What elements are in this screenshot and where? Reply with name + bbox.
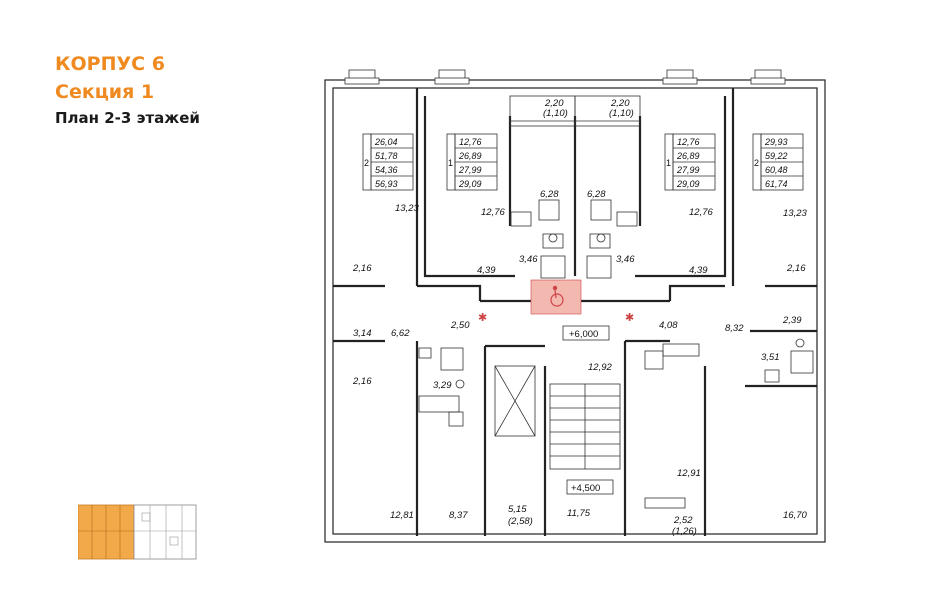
room-labels: 13,23 2,16 3,14 6,62 2,16 12,81 3,29 8,3… xyxy=(352,98,807,537)
apartment-card-1[interactable]: 2 26,04 51,78 54,36 56,93 xyxy=(362,133,414,191)
room-area: 12,92 xyxy=(588,362,612,373)
room-area: (1,10) xyxy=(543,108,568,119)
room-area: 2,20 xyxy=(544,98,564,109)
room-area: (1,10) xyxy=(609,108,634,119)
room-area: 2,39 xyxy=(782,315,802,326)
room-area: 2,16 xyxy=(352,263,372,274)
plan-title: План 2-3 этажей xyxy=(55,109,200,127)
apartment-area: 26,04 xyxy=(374,137,398,147)
room-area: 12,76 xyxy=(481,207,505,218)
room-area: 2,52 xyxy=(673,515,693,526)
level-marker-landing xyxy=(566,479,614,495)
level-landing: +4,500 xyxy=(571,483,600,494)
apartment-area: 29,09 xyxy=(676,179,700,189)
room-area: 12,81 xyxy=(390,510,414,521)
room-area: 6,28 xyxy=(587,189,606,200)
room-area: 4,39 xyxy=(477,265,496,276)
heading-block: КОРПУС 6 Секция 1 xyxy=(55,50,165,106)
room-area: 3,29 xyxy=(433,380,452,391)
room-area: 6,28 xyxy=(540,189,559,200)
room-area: 12,76 xyxy=(689,207,713,218)
apartment-rooms: 1 xyxy=(448,158,453,168)
apartment-area: 54,36 xyxy=(375,165,398,175)
svg-text:✱: ✱ xyxy=(478,312,487,324)
room-area: 8,37 xyxy=(449,510,468,521)
apartment-area: 29,09 xyxy=(458,179,482,189)
room-area: 2,50 xyxy=(450,320,470,331)
room-area: 8,32 xyxy=(725,323,744,334)
apartment-area: 27,99 xyxy=(676,165,700,175)
apartment-area: 26,89 xyxy=(676,151,700,161)
apartment-area: 27,99 xyxy=(458,165,482,175)
room-area: 13,23 xyxy=(783,208,807,219)
apartment-area: 61,74 xyxy=(765,179,788,189)
building-thumbnail[interactable] xyxy=(78,503,198,561)
apartment-area: 29,93 xyxy=(764,137,788,147)
section-2-thumb[interactable] xyxy=(133,504,197,560)
apartment-area: 12,76 xyxy=(459,137,482,147)
apartment-card-3[interactable]: 1 12,76 26,89 27,99 29,09 xyxy=(664,133,716,191)
floor-plan: ✱ ✱ +6,000 +4,500 2 26,04 51,78 54,36 56… xyxy=(324,69,826,543)
svg-text:✱: ✱ xyxy=(625,312,634,324)
level-floor: +6,000 xyxy=(569,329,598,340)
room-area: 2,16 xyxy=(786,263,806,274)
apartment-rooms: 2 xyxy=(364,158,369,168)
apartment-card-4[interactable]: 2 29,93 59,22 60,48 61,74 xyxy=(752,133,804,191)
wheelchair-icon xyxy=(550,285,564,307)
room-area: 3,14 xyxy=(353,328,372,339)
room-area: 5,15 xyxy=(508,504,527,515)
room-area: 4,39 xyxy=(689,265,708,276)
room-area: 3,46 xyxy=(616,254,635,265)
room-area: 11,75 xyxy=(567,508,591,519)
apartment-area: 56,93 xyxy=(375,179,398,189)
apartment-rooms: 1 xyxy=(666,158,671,168)
apartment-area: 26,89 xyxy=(458,151,482,161)
apartment-area: 60,48 xyxy=(765,165,788,175)
building-title: КОРПУС 6 xyxy=(55,53,165,75)
room-area: 6,62 xyxy=(391,328,410,339)
section-title: Секция 1 xyxy=(55,81,155,103)
room-area: 3,51 xyxy=(761,352,780,363)
room-area: 2,20 xyxy=(610,98,630,109)
apartment-area: 51,78 xyxy=(375,151,398,161)
apartment-area: 12,76 xyxy=(677,137,700,147)
star-icon: ✱ ✱ xyxy=(478,312,634,324)
apartment-rooms: 2 xyxy=(754,158,759,168)
room-area: 2,16 xyxy=(352,376,372,387)
room-area: 4,08 xyxy=(659,320,678,331)
room-area: (2,58) xyxy=(508,516,533,527)
apartment-area: 59,22 xyxy=(765,151,788,161)
room-area: 16,70 xyxy=(783,510,807,521)
room-area: 3,46 xyxy=(519,254,538,265)
level-marker-floor xyxy=(562,325,610,341)
room-area: 12,91 xyxy=(677,468,701,479)
room-area: 13,23 xyxy=(395,203,419,214)
room-area: (1,26) xyxy=(672,526,697,537)
apartment-card-2[interactable]: 1 12,76 26,89 27,99 29,09 xyxy=(446,133,498,191)
